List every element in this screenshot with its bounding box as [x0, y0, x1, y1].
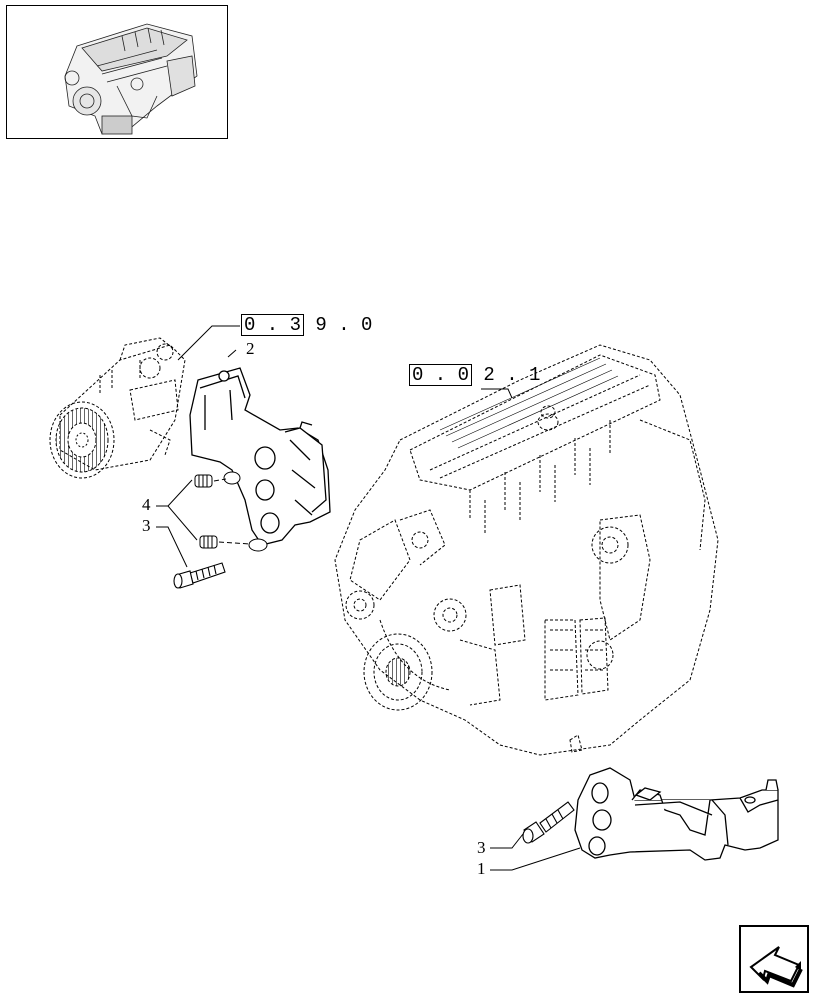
engine-crank-pulley [363, 633, 433, 711]
engine-mount-bracket-part-1 [574, 767, 779, 861]
dowel-pin-upper [194, 474, 213, 488]
bolt-upper [173, 562, 226, 589]
ref-boxed-part: 0 . 0 [409, 364, 473, 386]
engine-drawing [334, 344, 719, 756]
bushing-small [223, 471, 268, 552]
ref-rest-part: 2 . 1 [483, 364, 541, 386]
ref-boxed-part: 0 . 3 [241, 314, 305, 336]
callout-3-upper: 3 [142, 516, 151, 535]
ref-link-0-02-1[interactable]: 0 . 0 2 . 1 [409, 364, 540, 386]
dowel-pin-lower [199, 535, 218, 549]
compressor-pulley [49, 401, 115, 479]
engine-thumbnail[interactable] [6, 5, 228, 139]
ref-link-0-39-0[interactable]: 0 . 3 9 . 0 [241, 314, 372, 336]
next-page-arrow-icon [749, 946, 803, 988]
callout-3-lower: 3 [477, 838, 486, 857]
engine-thumbnail-icon [64, 23, 198, 135]
callout-2: 2 [246, 339, 255, 358]
callout-1: 1 [477, 859, 486, 878]
next-page-button[interactable] [739, 925, 809, 993]
bolt-lower [522, 801, 575, 844]
ref-rest-part: 9 . 0 [315, 314, 373, 336]
callout-4: 4 [142, 495, 151, 514]
bracket-part-2 [189, 367, 331, 546]
